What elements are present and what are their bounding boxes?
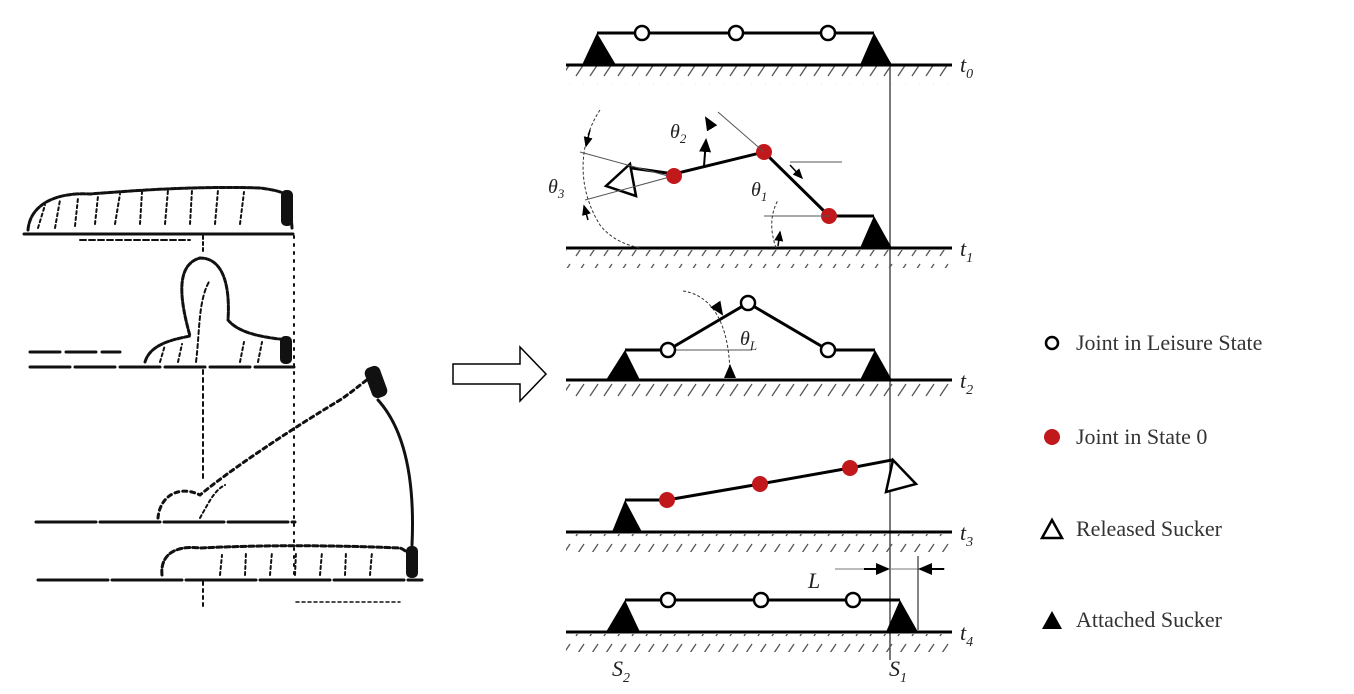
row-t2 [566, 290, 952, 400]
state0-joint-icon [659, 492, 675, 508]
legend-item-released-sucker: Released Sucker [1039, 514, 1222, 544]
leisure-joint-icon [819, 24, 837, 42]
time-labels: t0 t1 t2 t3 t4 [960, 52, 973, 650]
time-label-t4: t4 [960, 620, 973, 650]
leisure-joint-icon [727, 24, 745, 42]
leisure-joint-icon [752, 591, 770, 609]
time-label-t1: t1 [960, 236, 973, 266]
legend-item-attached-sucker: Attached Sucker [1040, 605, 1222, 635]
row-t0 [566, 24, 952, 84]
time-label-t0: t0 [960, 52, 973, 82]
time-label-t2: t2 [960, 368, 973, 398]
leisure-joint-icon [739, 294, 757, 312]
state0-joint-icon [842, 460, 858, 476]
hollow-triangle-icon [1039, 517, 1065, 541]
row-t4 [566, 591, 952, 652]
attached-sucker-icon [860, 216, 892, 248]
attached-sucker-icon [860, 33, 892, 65]
attached-sucker-icon [612, 500, 642, 532]
legend-label: Joint in Leisure State [1076, 330, 1263, 355]
angle-label-theta3: θ3 [548, 176, 565, 201]
red-filled-circle-icon [1040, 425, 1064, 449]
legend-item-state0-joint: Joint in State 0 [1040, 422, 1207, 452]
released-sucker-icon [884, 457, 919, 494]
sucker-label-s1: S1 [889, 656, 907, 686]
distance-dimension [835, 556, 945, 630]
leisure-joint-icon [844, 591, 862, 609]
state0-joint-icon [752, 476, 768, 492]
released-sucker-icon [603, 161, 638, 198]
caterpillar-stage-4 [36, 544, 424, 609]
filled-triangle-icon [1040, 608, 1064, 632]
legend-label: Attached Sucker [1076, 607, 1222, 632]
angle-label-theta1: θ1 [751, 179, 767, 204]
leisure-joint-icon [819, 341, 837, 359]
legend-label: Joint in State 0 [1076, 424, 1208, 449]
hollow-right-arrow-icon [452, 345, 548, 403]
leisure-joint-icon [633, 24, 651, 42]
caterpillar-stage-3 [34, 365, 414, 547]
attached-sucker-icon [606, 600, 640, 632]
legend-label: Released Sucker [1076, 516, 1222, 541]
attached-sucker-icon [886, 600, 918, 632]
legend-item-leisure-joint: Joint in Leisure State [1040, 328, 1262, 358]
time-label-t3: t3 [960, 520, 973, 550]
state0-joint-icon [666, 168, 682, 184]
hollow-circle-icon [1040, 331, 1064, 355]
distance-label: L [807, 568, 820, 593]
angle-label-thetaL: θL [740, 328, 757, 353]
attached-sucker-icon [606, 350, 640, 380]
leisure-joint-icon [659, 341, 677, 359]
attached-sucker-icon [860, 350, 892, 380]
row-t3 [566, 457, 952, 552]
caterpillar-sketch [22, 185, 424, 609]
caterpillar-stage-1 [22, 185, 295, 581]
leisure-joint-icon [659, 591, 677, 609]
attached-sucker-icon [582, 33, 616, 65]
caterpillar-stage-2 [28, 256, 296, 479]
sucker-label-s2: S2 [612, 656, 630, 686]
row-t1 [566, 109, 952, 268]
angle-label-theta2: θ2 [670, 121, 687, 146]
